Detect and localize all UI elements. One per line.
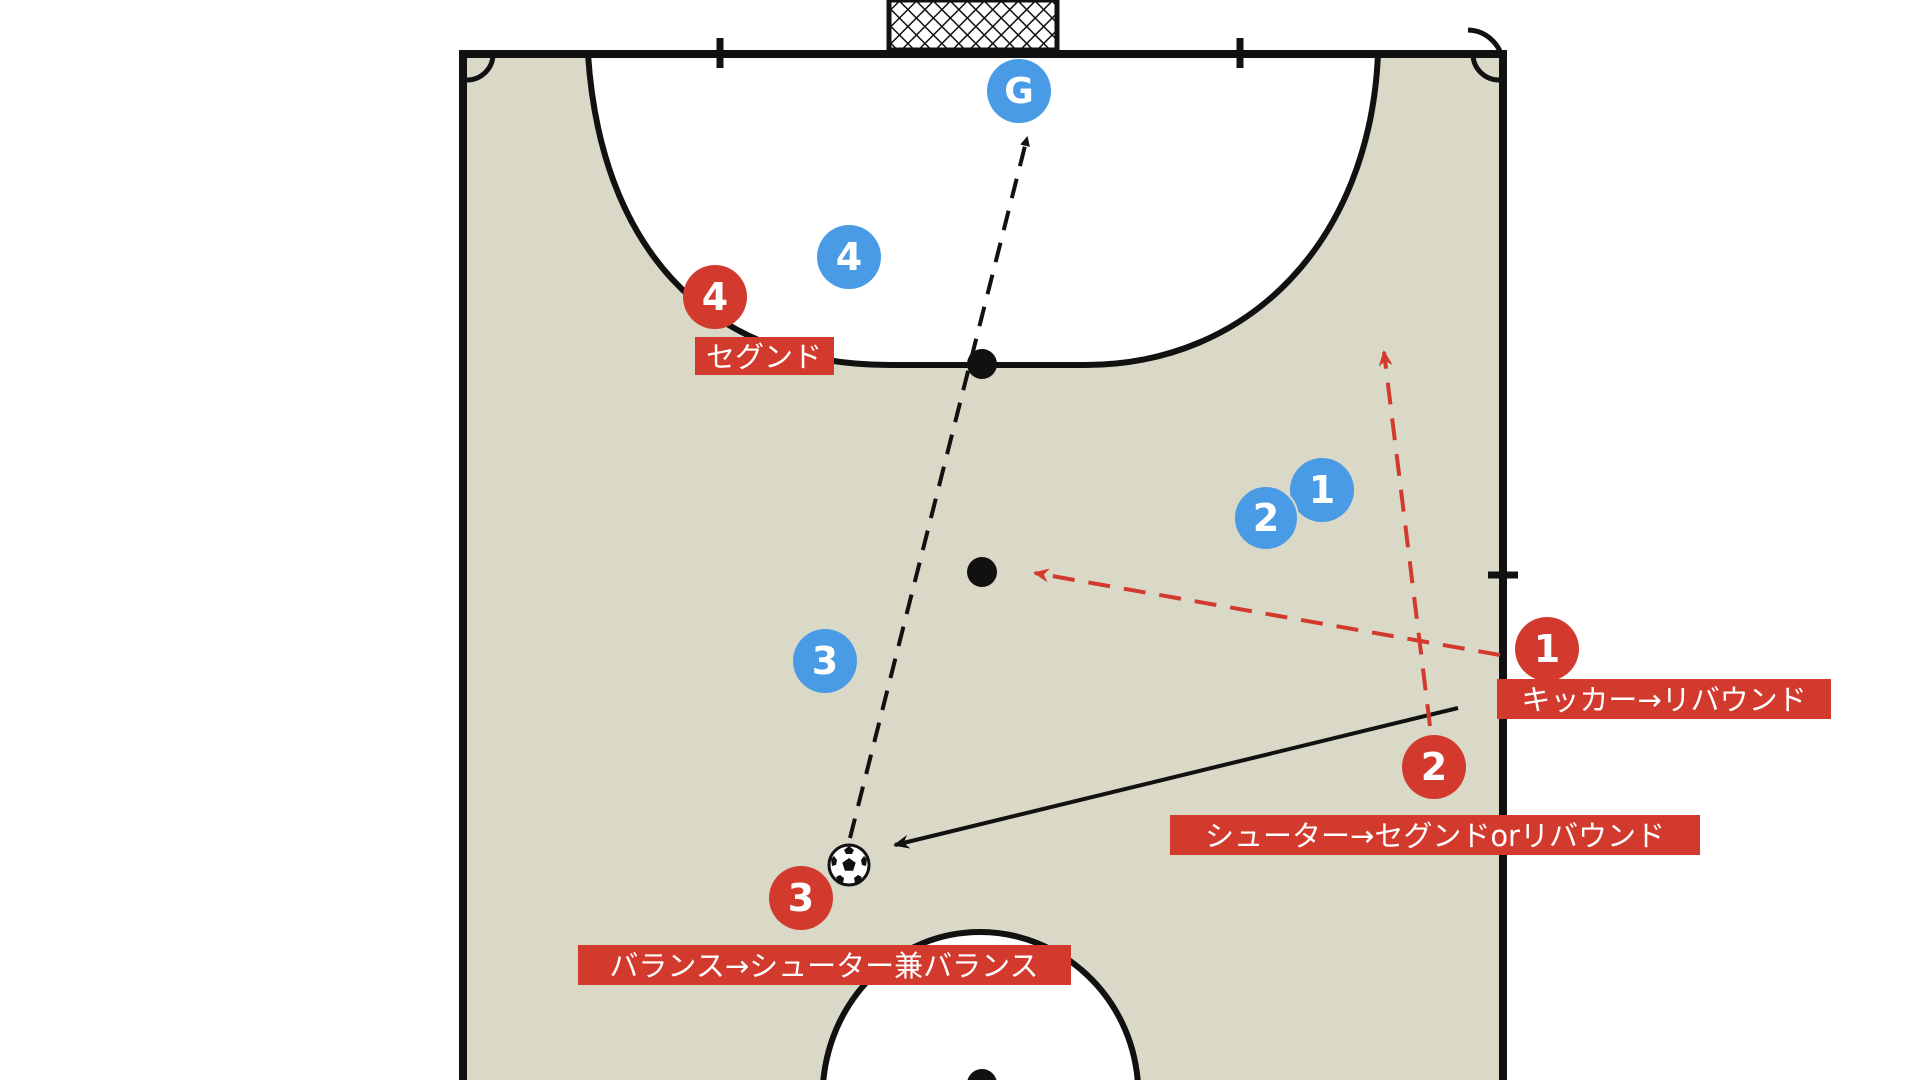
- goalkeeper-marker: G: [987, 59, 1051, 123]
- blue-player-1: 1: [1290, 458, 1354, 522]
- corner-arc-left: [466, 53, 496, 83]
- svg-text:シューター→セグンドorリバウンド: シューター→セグンドorリバウンド: [1205, 819, 1665, 853]
- red-player-1: 1: [1515, 617, 1579, 681]
- penalty-spot: [967, 349, 997, 379]
- corner-arc-outer: [1467, 27, 1506, 66]
- red-player-2: 2: [1402, 735, 1466, 799]
- blue-player-2: 2: [1233, 485, 1299, 551]
- role-label-red-1: キッカー→リバウンド: [1497, 679, 1831, 719]
- svg-text:4: 4: [836, 235, 862, 279]
- role-label-red-2: シューター→セグンドorリバウンド: [1170, 815, 1700, 855]
- svg-text:1: 1: [1309, 468, 1335, 512]
- soccer-ball-icon: [827, 843, 871, 887]
- blue-player-4: 4: [817, 225, 881, 289]
- blue-player-3: 3: [793, 629, 857, 693]
- svg-text:セグンド: セグンド: [706, 340, 822, 374]
- role-label-red-4: セグンド: [695, 337, 834, 375]
- svg-text:3: 3: [812, 639, 838, 683]
- red-player-3: 3: [769, 866, 833, 930]
- shot-path: [848, 136, 1030, 839]
- svg-text:2: 2: [1253, 496, 1279, 540]
- svg-text:3: 3: [788, 876, 814, 920]
- svg-text:4: 4: [702, 275, 728, 319]
- court-boundary: [459, 50, 1507, 1080]
- svg-text:G: G: [1004, 71, 1034, 112]
- run-path-1: [1033, 568, 1501, 657]
- svg-text:バランス→シューター兼バランス: バランス→シューター兼バランス: [609, 949, 1038, 983]
- svg-text:1: 1: [1534, 627, 1560, 671]
- svg-text:2: 2: [1421, 745, 1447, 789]
- center-spot: [967, 1069, 997, 1080]
- svg-text:キッカー→リバウンド: キッカー→リバウンド: [1521, 683, 1806, 717]
- red-player-4: 4: [683, 265, 747, 329]
- pass-path: [893, 706, 1459, 849]
- role-label-red-3: バランス→シューター兼バランス: [578, 945, 1071, 985]
- run-path-2: [1378, 350, 1432, 727]
- corner-arc-right: [1470, 53, 1500, 83]
- goal-net-icon: [886, 0, 1060, 53]
- second-penalty-spot: [967, 557, 997, 587]
